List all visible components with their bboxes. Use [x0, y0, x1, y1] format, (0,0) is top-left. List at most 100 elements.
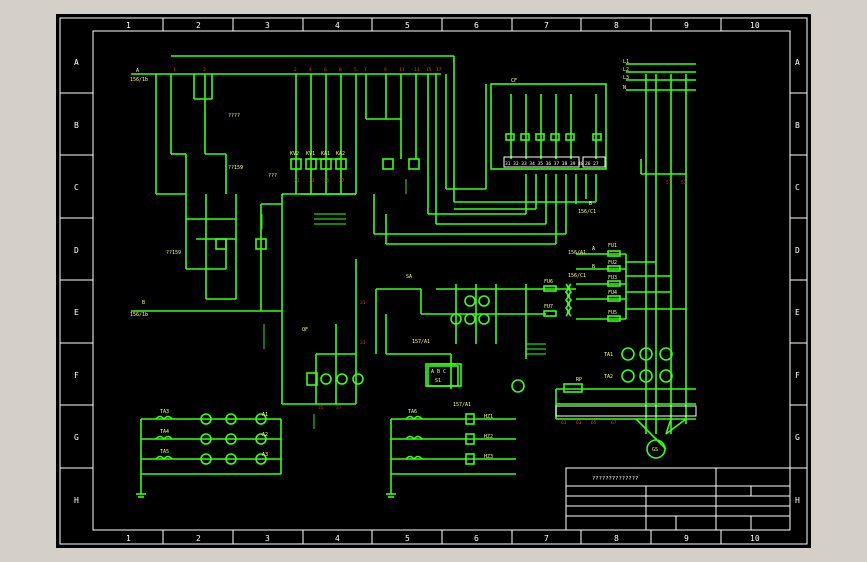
ref-a-page: 156/1b — [130, 77, 148, 83]
svg-text:63: 63 — [576, 420, 582, 426]
cf-label: CF — [511, 78, 517, 84]
svg-text:53: 53 — [681, 180, 687, 186]
svg-text:21: 21 — [294, 178, 300, 184]
svg-text:35: 35 — [318, 405, 324, 411]
row-grid — [60, 92, 807, 469]
row-label-e-right: E — [795, 308, 800, 317]
phase-l3: L3 — [623, 75, 629, 81]
col-label-10-bottom: 10 — [750, 534, 760, 543]
meter-a1: A1 — [262, 412, 268, 418]
fu5-label: FU5 — [608, 310, 617, 316]
note-4: ??? — [268, 173, 277, 179]
row-label-g: G — [74, 433, 79, 442]
svg-text:67: 67 — [611, 420, 617, 426]
s1-pins: A B C — [431, 369, 446, 375]
terminal-strip-end-label: 26 27 — [585, 161, 599, 167]
svg-text:65: 65 — [591, 420, 597, 426]
coil-label-ka1: KA1 — [321, 151, 330, 157]
svg-text:27: 27 — [339, 178, 345, 184]
phase-l1: L1 — [623, 59, 629, 65]
col-label-6-bottom: 6 — [474, 534, 479, 543]
ta-label-5: TA5 — [160, 449, 169, 455]
svg-text:5: 5 — [354, 67, 357, 73]
svg-text:1: 1 — [173, 67, 176, 73]
svg-text:9: 9 — [384, 67, 387, 73]
phase-n: N — [623, 85, 626, 91]
fu7-label: FU7 — [544, 304, 553, 310]
row-labels: A B C D E F G H A B C D E F G H — [74, 58, 800, 505]
col-label-10: 10 — [750, 21, 760, 30]
col-label-8: 8 — [614, 21, 619, 30]
ta-label-4: TA4 — [160, 429, 169, 435]
rp-resistor-symbol — [563, 383, 583, 393]
row-label-h: H — [74, 496, 79, 505]
qf-label: QF — [302, 327, 308, 333]
drawing-sheet: 1 2 3 4 5 6 7 8 9 10 1 2 3 4 5 6 7 8 9 1… — [56, 14, 811, 548]
ta-label-6: TA6 — [408, 409, 417, 415]
col-label-3: 3 — [265, 21, 270, 30]
svg-text:2: 2 — [294, 67, 297, 73]
svg-text:51: 51 — [666, 180, 672, 186]
column-grid — [162, 18, 722, 544]
ref-f7-page: 157/A1 — [453, 402, 471, 408]
ref-b8-page: 156/C1 — [578, 209, 596, 215]
ref-b-page: 156/1b — [130, 312, 148, 318]
col-label-2-bottom: 2 — [196, 534, 201, 543]
col-label-9: 9 — [684, 21, 689, 30]
row-label-h-right: H — [795, 496, 800, 505]
ta-label-1: TA1 — [604, 352, 613, 358]
fu6-label: FU6 — [544, 279, 553, 285]
ref-b-label: B — [142, 300, 145, 306]
meter-hz1: HZ1 — [484, 414, 493, 420]
ref-f6-page: 157/A1 — [412, 339, 430, 345]
svg-text:4: 4 — [309, 67, 312, 73]
col-label-2: 2 — [196, 21, 201, 30]
schematic-canvas: 1 2 3 4 5 6 7 8 9 10 1 2 3 4 5 6 7 8 9 1… — [59, 17, 808, 545]
col-label-1-bottom: 1 — [126, 534, 131, 543]
row-label-c: C — [74, 183, 79, 192]
component-symbols — [136, 133, 697, 498]
svg-text:25: 25 — [324, 178, 330, 184]
ta-label-2: TA2 — [604, 374, 613, 380]
col-label-7: 7 — [544, 21, 549, 30]
row-label-b: B — [74, 121, 79, 130]
svg-text:15: 15 — [426, 67, 432, 73]
component-labels: A 156/1b B 156/1b B 156/C1 A 156/A1 B 15… — [130, 59, 658, 460]
fu3-label: FU3 — [608, 275, 617, 281]
svg-text:33: 33 — [360, 340, 366, 346]
generator-symbol — [646, 439, 666, 459]
note-2: ??159 — [228, 165, 243, 171]
phase-l2: L2 — [623, 67, 629, 73]
column-labels: 1 2 3 4 5 6 7 8 9 10 1 2 3 4 5 6 7 8 9 1… — [126, 21, 760, 543]
svg-text:8: 8 — [339, 67, 342, 73]
title-block-title: ?????????????? — [592, 476, 638, 482]
svg-text:11: 11 — [399, 67, 405, 73]
fu2-label: FU2 — [608, 260, 617, 266]
row-label-b-right: B — [795, 121, 800, 130]
rp-label: RP — [576, 377, 582, 383]
ref-a-label: A — [136, 68, 139, 74]
coil-label-kv2: KV2 — [290, 151, 299, 157]
row-label-d-right: D — [795, 246, 800, 255]
svg-text:6: 6 — [324, 67, 327, 73]
s1-label: S1 — [435, 378, 441, 384]
fu4-label: FU4 — [608, 290, 617, 296]
terminal-number-marks — [261, 179, 546, 429]
sa-label: SA — [406, 274, 412, 280]
svg-text:37: 37 — [336, 405, 342, 411]
col-label-7-bottom: 7 — [544, 534, 549, 543]
row-label-d: D — [74, 246, 79, 255]
row-label-c-right: C — [795, 183, 800, 192]
row-label-f-right: F — [795, 371, 800, 380]
col-label-5-bottom: 5 — [405, 534, 410, 543]
col-label-3-bottom: 3 — [265, 534, 270, 543]
row-label-e: E — [74, 308, 79, 317]
ref-b8-label: B — [589, 201, 592, 207]
col-label-4: 4 — [335, 21, 340, 30]
title-block: ?????????????? — [565, 467, 791, 531]
ta-label-3: TA3 — [160, 409, 169, 415]
col-label-9-bottom: 9 — [684, 534, 689, 543]
svg-text:3: 3 — [203, 67, 206, 73]
fu1-label: FU1 — [608, 243, 617, 249]
